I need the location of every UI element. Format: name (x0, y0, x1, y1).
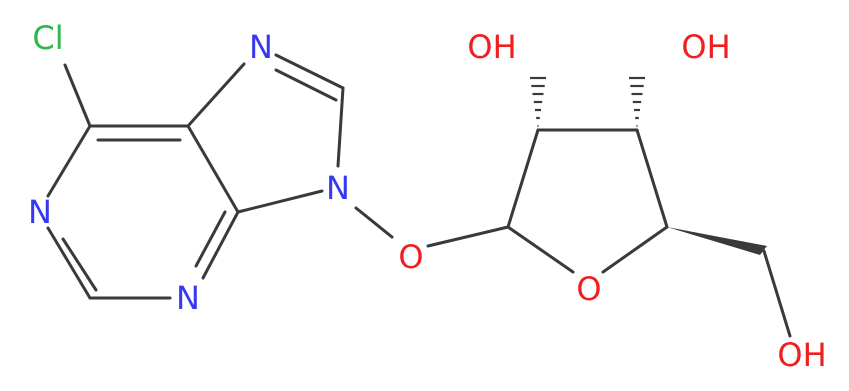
atom-nitrogen-n9: N (326, 169, 350, 207)
atom-chlorine: Cl (32, 19, 63, 57)
bond-o4prime-c4prime (601, 225, 669, 274)
atom-nitrogen-n1: N (28, 193, 52, 231)
atom-nitrogen-n3: N (176, 279, 200, 317)
bond-n9-c4 (236, 189, 324, 214)
atom-nitrogen-n7: N (249, 28, 273, 66)
bond-n3-c4-inner (194, 210, 227, 268)
bond-o-c1prime (426, 225, 510, 248)
bond-c1prime-c2prime (506, 128, 540, 229)
bond-c1prime-o4prime (506, 225, 575, 274)
bond-c6-n1 (46, 124, 92, 198)
atom-hydroxyl-c2prime: OH (467, 28, 516, 66)
bond-c2prime-oh-hash (530, 76, 546, 128)
bond-cl-c6 (63, 63, 92, 128)
atom-oxygen-linker: O (398, 238, 423, 276)
atom-oxygen-ring: O (576, 270, 601, 308)
bond-c5prime-oh (762, 249, 792, 338)
atom-label-layer: Cl N N N N O O OH OH OH (28, 19, 827, 374)
bond-c4-c5 (186, 124, 240, 214)
bond-c3prime-oh-hash (629, 76, 645, 128)
bond-c8-n9 (336, 86, 345, 168)
bond-c5-n7 (186, 62, 246, 128)
bond-n1-c2 (46, 226, 92, 300)
bond-n1-c2-inner (61, 237, 98, 292)
bond-n3-c4 (201, 210, 240, 280)
bond-c4prime-c5prime-wedge (667, 227, 767, 255)
bond-n9-o (354, 206, 394, 239)
bond-c3prime-c4prime (635, 128, 669, 229)
bond-n7-c8-inner (274, 68, 338, 102)
bond-n7-c8 (274, 53, 345, 90)
atom-hydroxyl-c3prime: OH (681, 28, 730, 66)
bond-layer (46, 53, 792, 338)
atom-hydroxyl-c5prime: OH (777, 336, 826, 374)
